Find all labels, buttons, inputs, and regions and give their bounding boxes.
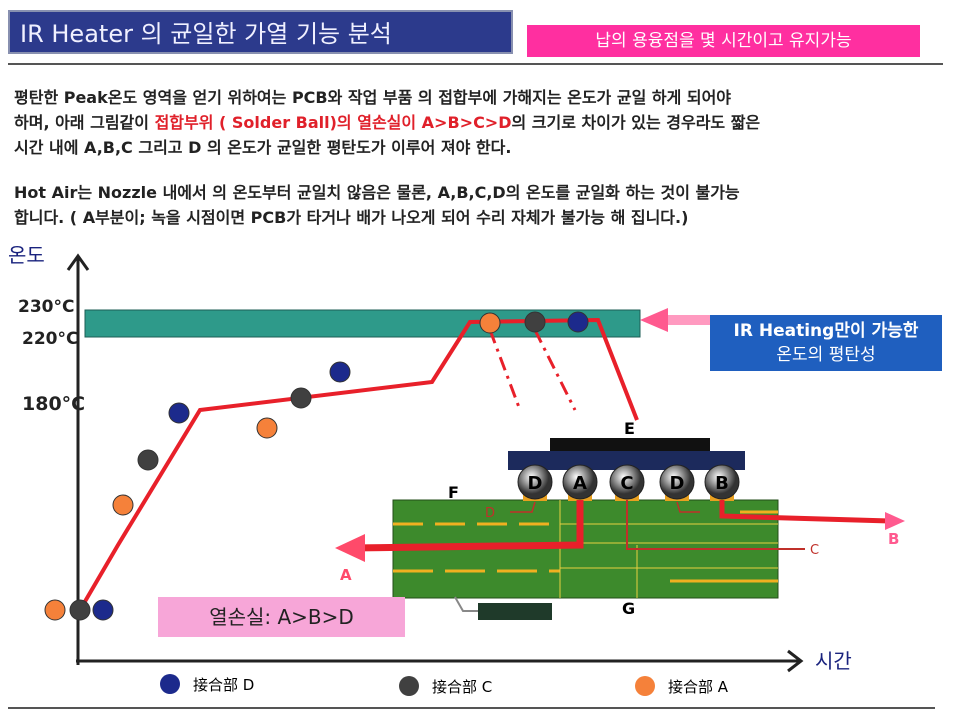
x-axis-label: 시간: [815, 649, 852, 673]
p1-line2-a: 하며, 아래 그림같이: [14, 113, 155, 132]
solder-ball-label: D: [528, 473, 543, 494]
label-g: G: [622, 599, 635, 618]
point-a: [112, 494, 134, 516]
solder-ball: [609, 464, 645, 500]
point-d: [168, 402, 190, 424]
heat-loss-note: 열손실: A>B>D: [158, 597, 405, 637]
solder-ball: [517, 464, 553, 500]
ir-note-line1: IR Heating만이 가능한: [733, 321, 919, 341]
peak-band: [84, 309, 641, 338]
solder-ball-label: A: [573, 473, 587, 494]
label-flow-b: B: [888, 530, 899, 548]
legend-label-d: 接合部 D: [193, 676, 254, 694]
heat-flow-arrows: [335, 500, 905, 562]
divider: [8, 63, 943, 65]
solder-ball: [562, 464, 598, 500]
p2-line1: Hot Air는 Nozzle 내에서 의 온도부터 균일치 않음은 물론, A…: [14, 183, 740, 202]
slide-title: IR Heater 의 균일한 가열 기능 분석: [8, 10, 513, 54]
point-c: [290, 387, 312, 409]
solder-ball-label: D: [670, 473, 685, 494]
ir-heating-note: IR Heating만이 가능한 온도의 평탄성: [710, 315, 942, 371]
point-a: [256, 417, 278, 439]
solder-ball-label: C: [620, 473, 633, 494]
point-c: [69, 599, 91, 621]
p1-line2: 하며, 아래 그림같이 접합부위 ( Solder Ball)의 열손실이 A>…: [14, 110, 760, 135]
headline-badge: 납의 용융점을 몇 시간이고 유지가능: [527, 25, 920, 57]
ir-note-line2: 온도의 평탄성: [776, 345, 876, 365]
point-d: [329, 361, 351, 383]
label-flow-a: A: [340, 566, 352, 584]
y-axis-label: 온도: [8, 243, 45, 267]
label-f: F: [448, 483, 459, 502]
point-a: [44, 599, 66, 621]
paragraph-1: 평탄한 Peak온도 영역을 얻기 위하여는 PCB와 작업 부품 의 접합부에…: [14, 85, 760, 160]
point-d: [92, 599, 114, 621]
x-axis-arrow-icon: [787, 649, 804, 673]
tick-220: 220°C: [22, 329, 78, 349]
point-d: [567, 311, 589, 333]
p1-line1: 평탄한 Peak온도 영역을 얻기 위하여는 PCB와 작업 부품 의 접합부에…: [14, 88, 732, 107]
tick-180: 180°C: [22, 393, 85, 415]
point-c: [524, 311, 546, 333]
temperature-curve: [78, 317, 639, 612]
label-e: E: [624, 419, 635, 438]
projection-lines: [488, 329, 577, 411]
label-flow-c: C: [810, 543, 819, 558]
tick-230: 230°C: [18, 297, 74, 317]
label-flow-d: D: [485, 506, 495, 521]
solder-ball: [659, 464, 695, 500]
legend-dot-c: [399, 676, 419, 696]
p1-line3: 시간 내에 A,B,C 그리고 D 의 온도가 균일한 평탄도가 이루어 져야 …: [14, 138, 512, 157]
legend-dot-a: [635, 676, 655, 696]
y-axis-arrow-icon: [66, 253, 90, 271]
pointer-arrow-icon: [640, 308, 712, 332]
solder-ball: [704, 464, 740, 500]
legend-label-a: 接合部 A: [668, 678, 729, 696]
legend-label-c: 接合部 C: [432, 678, 492, 696]
paragraph-2: Hot Air는 Nozzle 내에서 의 온도부터 균일치 않음은 물론, A…: [14, 180, 740, 230]
solder-ball-label: B: [715, 473, 729, 494]
point-c: [137, 449, 159, 471]
legend-dot-d: [160, 674, 180, 694]
data-points: [44, 311, 589, 621]
p1-line2-highlight: 접합부위 ( Solder Ball)의 열손실이 A>B>C>D: [154, 113, 512, 132]
p2-line2: 합니다. ( A부분이; 녹을 시점이면 PCB가 타거나 배가 나오게 되어 …: [14, 208, 689, 227]
point-a: [479, 312, 501, 334]
p1-line2-b: 의 크기로 차이가 있는 경우라도 짧은: [511, 113, 761, 132]
